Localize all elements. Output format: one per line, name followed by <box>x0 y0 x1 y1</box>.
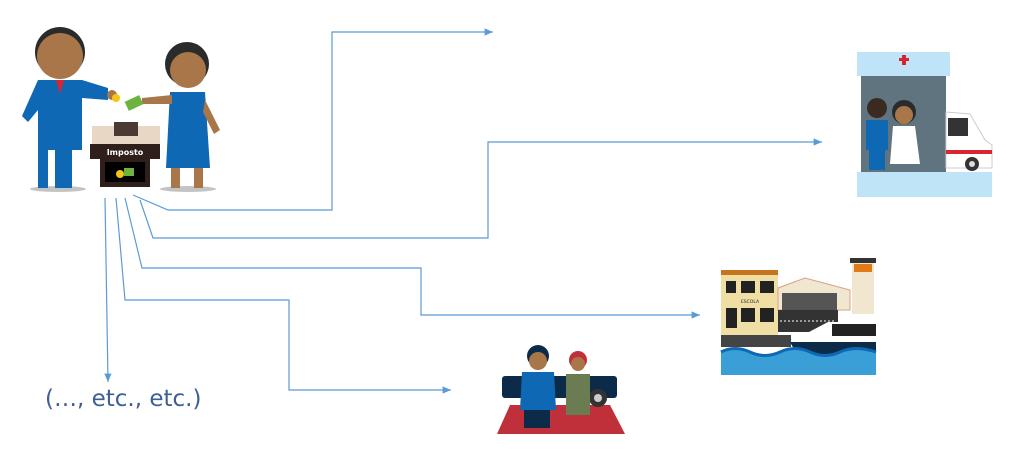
arrow-to-empty <box>132 28 493 211</box>
ballot-box-label: Imposto <box>107 148 144 157</box>
arrow-to-health <box>139 138 822 239</box>
security-illustration <box>497 345 625 434</box>
other-destinations-label: (…, etc., etc.) <box>45 386 202 412</box>
taxpayers-illustration: Imposto <box>22 27 220 192</box>
health-clinic-illustration <box>857 52 993 197</box>
school-label: ESCOLA <box>741 299 760 305</box>
arrow-to-infrastructure <box>124 197 700 319</box>
infrastructure-illustration: ESCOLA <box>720 258 877 375</box>
arrow-to-others <box>104 197 112 383</box>
arrow-to-security <box>115 197 451 394</box>
